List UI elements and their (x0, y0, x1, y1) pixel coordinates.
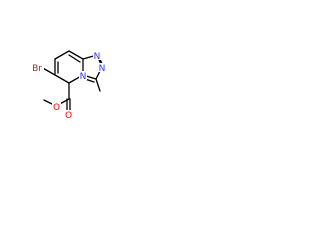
bond-methyl (95, 78, 101, 92)
bond-c5-c4 (54, 74, 70, 84)
atom-br: Br (32, 64, 42, 74)
bond-c8-c7-inner (68, 54, 81, 63)
bond-c8-c7 (68, 50, 84, 60)
bond-c7-c6 (54, 50, 70, 60)
atom-n-bridge: N (80, 72, 87, 82)
atom-n-right: N (99, 64, 106, 74)
molecule-structure: Br N N N O O (30, 50, 106, 121)
atom-n-right-bg (98, 63, 106, 72)
atom-o-ester: O (53, 103, 60, 113)
atom-o-carbonyl-bg (64, 110, 73, 119)
atom-n-top: N (94, 52, 101, 62)
atom-n-bridge-bg (79, 71, 87, 80)
atom-br-bg (30, 62, 44, 73)
atom-o-carbonyl: O (65, 111, 72, 121)
atom-o-ester-bg (52, 102, 61, 111)
atom-n-top-bg (93, 51, 101, 60)
